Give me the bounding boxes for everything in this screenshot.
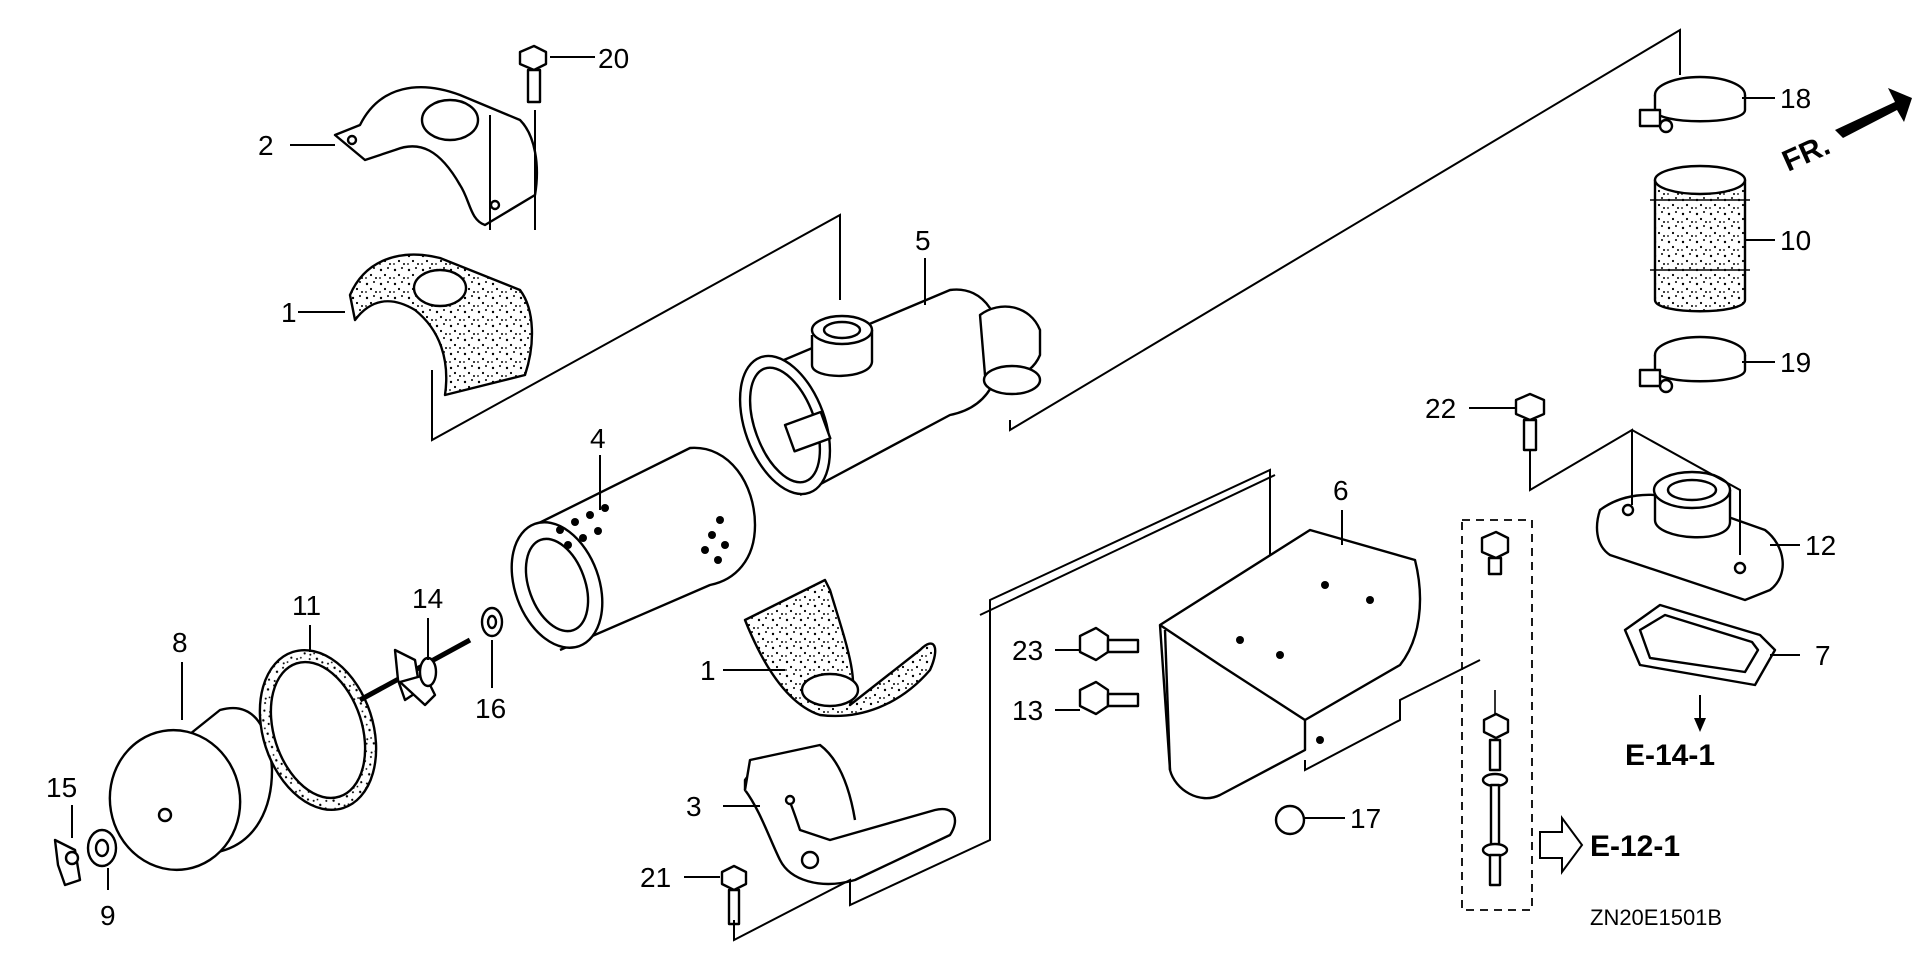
callout-23: 23 [1012, 635, 1043, 666]
callout-19: 19 [1780, 347, 1811, 378]
bolt-20 [518, 44, 548, 104]
part-wing-bolt [358, 637, 472, 707]
callout-7: 7 [1815, 640, 1831, 671]
callout-15: 15 [46, 772, 77, 803]
front-arrow-icon [1835, 88, 1912, 138]
part-wing-nut [53, 838, 82, 887]
bolt-13 [1078, 680, 1140, 716]
reference-e-12-1: E-12-1 [1590, 830, 1680, 863]
part-upper-band [333, 86, 538, 230]
callout-3: 3 [686, 791, 702, 822]
callout-10: 10 [1780, 225, 1811, 256]
part-washer-16 [480, 606, 504, 638]
callout-22: 22 [1425, 393, 1456, 424]
part-clamp-19 [1638, 335, 1747, 394]
front-marker: FR. [1777, 129, 1835, 179]
reference-e-14-1: E-14-1 [1625, 739, 1715, 772]
part-grommet-17 [1274, 804, 1306, 836]
callout-11: 11 [292, 590, 321, 621]
callout-4: 4 [590, 423, 606, 454]
part-bracket [1158, 528, 1422, 800]
callout-17: 17 [1350, 803, 1381, 834]
callout-21: 21 [640, 862, 671, 893]
part-hose [1650, 164, 1750, 313]
leader-lines [71, 56, 1800, 890]
stud-assembly-box [1461, 519, 1533, 911]
filter-perforations [556, 504, 729, 564]
callout-6: 6 [1333, 475, 1349, 506]
part-lower-liner [743, 578, 937, 718]
callout-8: 8 [172, 627, 188, 658]
callout-12: 12 [1805, 530, 1836, 561]
bolt-23 [1078, 626, 1140, 662]
part-gasket-ring [258, 648, 378, 812]
reference-arrow-icon [1539, 814, 1584, 876]
part-gasket-7 [1623, 603, 1777, 687]
callout-9: 9 [100, 900, 116, 931]
part-filter-element [510, 446, 757, 652]
diagram-code: ZN20E1501B [1590, 905, 1722, 930]
callout-1-lower: 1 [700, 655, 716, 686]
bolt-22 [1514, 392, 1546, 452]
part-cover [108, 707, 274, 872]
part-air-cleaner-case [738, 288, 1042, 497]
part-lower-band [743, 743, 957, 886]
callout-13: 13 [1012, 695, 1043, 726]
callout-18: 18 [1780, 83, 1811, 114]
callout-1-upper: 1 [281, 297, 297, 328]
part-nut-9 [86, 828, 118, 868]
part-clamp-18 [1638, 75, 1747, 134]
part-base-plate [1595, 470, 1784, 602]
part-upper-liner [348, 253, 534, 397]
callout-14: 14 [412, 583, 443, 614]
bolt-21 [720, 864, 748, 926]
callout-5: 5 [915, 225, 931, 256]
callout-16: 16 [475, 693, 506, 724]
callout-2: 2 [258, 130, 274, 161]
callout-20: 20 [598, 43, 629, 74]
